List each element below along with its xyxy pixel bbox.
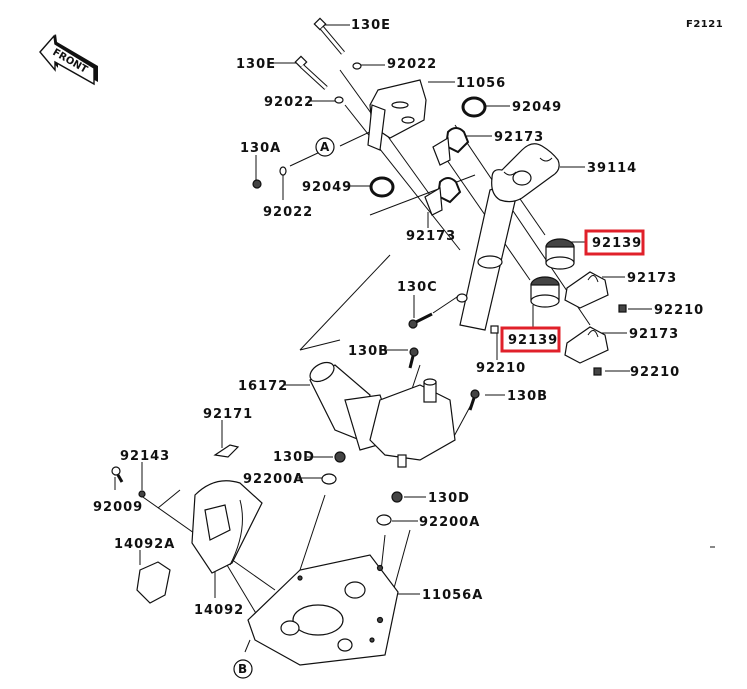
diagram-code: F2121 — [686, 19, 723, 30]
clamp-92173-top — [432, 127, 470, 166]
label-92022-mid[interactable]: 92022 — [264, 95, 314, 110]
clamp-92171 — [213, 444, 240, 458]
nut-92210-center — [490, 325, 499, 334]
label-130c[interactable]: 130C — [397, 280, 438, 295]
cover-14092a — [136, 561, 171, 604]
label-92139-upper[interactable]: 92139 — [592, 236, 642, 251]
bolt-130d-left — [334, 451, 346, 463]
clamp-92173-right1 — [564, 271, 609, 309]
label-92210-center[interactable]: 92210 — [476, 361, 526, 376]
label-39114[interactable]: 39114 — [587, 161, 637, 176]
highlight-box-92139-lower — [500, 326, 561, 353]
clamp-92173-left — [424, 177, 462, 216]
cover-14092 — [191, 480, 263, 574]
label-92173-right2[interactable]: 92173 — [629, 327, 679, 342]
label-92210-right2[interactable]: 92210 — [630, 365, 680, 380]
label-92200a-right[interactable]: 92200A — [419, 515, 480, 530]
washer-92200a-right — [376, 514, 392, 526]
holder-39114 — [491, 143, 560, 203]
bolt-130b-top — [408, 347, 419, 369]
svg-text:B: B — [238, 662, 247, 676]
label-11056a[interactable]: 11056A — [422, 588, 483, 603]
label-16172[interactable]: 16172 — [238, 379, 288, 394]
label-130a[interactable]: 130A — [240, 141, 281, 156]
label-92049-top[interactable]: 92049 — [512, 100, 562, 115]
highlight-box-92139-upper — [584, 229, 645, 256]
plate-11056a — [247, 554, 399, 666]
bolt-130e-top — [313, 17, 345, 55]
nut-92210-right2 — [593, 367, 602, 376]
bracket-11056 — [367, 79, 427, 151]
label-130d-right[interactable]: 130D — [428, 491, 470, 506]
washer-92200a-left — [321, 473, 337, 485]
nut-92210-right1 — [618, 304, 627, 313]
bushing-92139-lower — [530, 276, 560, 308]
label-130e-top[interactable]: 130E — [351, 18, 391, 33]
washer-92022-top — [352, 62, 362, 70]
label-11056[interactable]: 11056 — [456, 76, 506, 91]
bolt-130c — [408, 312, 433, 329]
label-14092a[interactable]: 14092A — [114, 537, 175, 552]
label-92210-right1[interactable]: 92210 — [654, 303, 704, 318]
label-130b-top[interactable]: 130B — [348, 344, 389, 359]
clamp-92173-right2 — [564, 326, 609, 364]
label-92049-left[interactable]: 92049 — [302, 180, 352, 195]
label-92139-lower[interactable]: 92139 — [508, 333, 558, 348]
washer-92022-mid — [334, 96, 344, 104]
washer-92022-low — [279, 166, 287, 176]
label-92022-low[interactable]: 92022 — [263, 205, 313, 220]
label-92143[interactable]: 92143 — [120, 449, 170, 464]
label-92173-left[interactable]: 92173 — [406, 229, 456, 244]
ref-marker-a: A — [315, 137, 335, 157]
ref-marker-b: B — [233, 659, 253, 679]
label-92171[interactable]: 92171 — [203, 407, 253, 422]
label-92173-top[interactable]: 92173 — [494, 130, 544, 145]
seal-92049-left — [369, 176, 395, 198]
label-92009[interactable]: 92009 — [93, 500, 143, 515]
svg-text:A: A — [320, 140, 330, 154]
label-130e-left[interactable]: 130E — [236, 57, 276, 72]
bolt-130d-right — [391, 491, 403, 503]
bolt-92009 — [111, 466, 124, 483]
label-92022-top[interactable]: 92022 — [387, 57, 437, 72]
label-92200a-left[interactable]: 92200A — [243, 472, 304, 487]
bolt-130a — [252, 179, 262, 189]
label-92173-right1[interactable]: 92173 — [627, 271, 677, 286]
steering-column — [456, 179, 521, 331]
label-130d-left[interactable]: 130D — [273, 450, 315, 465]
steering-gearbox — [369, 378, 456, 468]
seal-92049-top — [461, 96, 487, 118]
bolt-130e-left — [294, 55, 328, 90]
front-arrow-icon: FRONT — [39, 34, 98, 86]
screw-92143 — [138, 490, 146, 498]
label-130b-right[interactable]: 130B — [507, 389, 548, 404]
bolt-130b-right — [468, 389, 480, 411]
bushing-92139-upper — [545, 238, 575, 270]
label-14092[interactable]: 14092 — [194, 603, 244, 618]
